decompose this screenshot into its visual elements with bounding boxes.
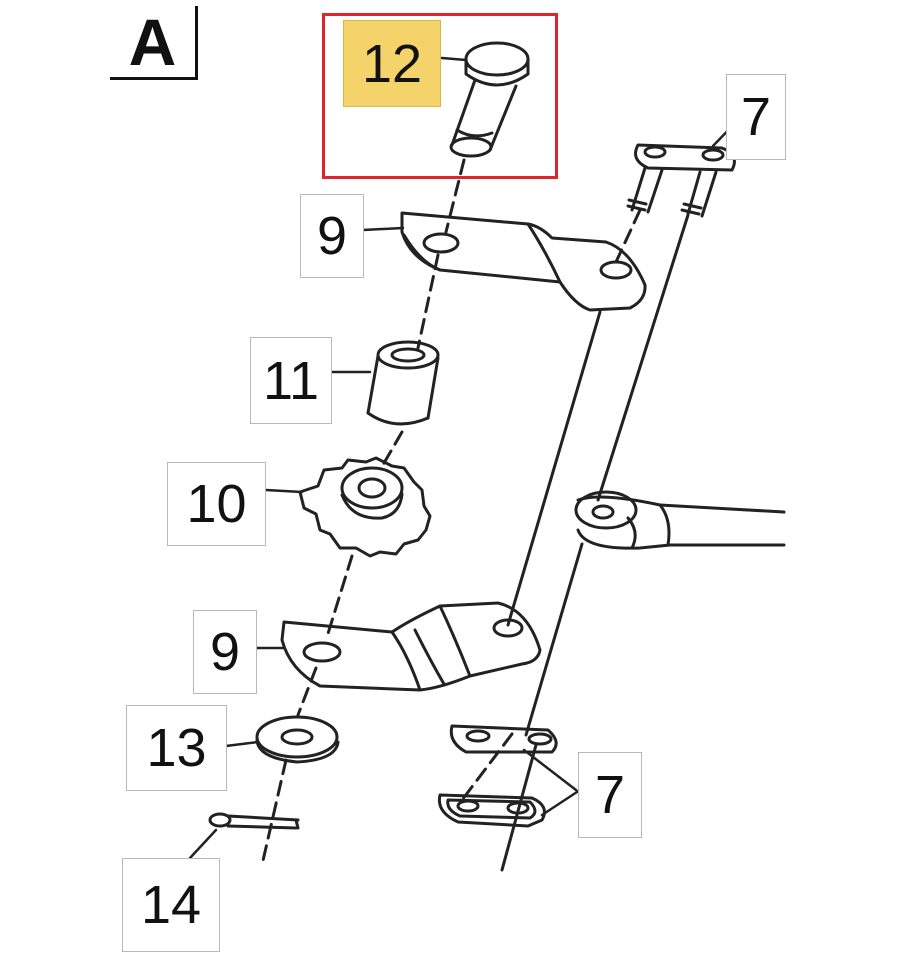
- callout-part-9-top[interactable]: 9: [300, 194, 364, 278]
- callout-part-10[interactable]: 10: [167, 462, 266, 546]
- bushing-part-11: [366, 340, 440, 426]
- callout-part-9-bottom[interactable]: 9: [193, 610, 257, 694]
- bracket-part-9-bottom: [280, 601, 542, 692]
- middle-assembly-axis: [460, 208, 690, 872]
- pin-part-12: [449, 41, 530, 158]
- sprocket-part-10: [298, 456, 432, 558]
- tie-rod-arm: [574, 490, 786, 550]
- callout-part-7-top[interactable]: 7: [726, 74, 786, 160]
- section-label: A: [110, 5, 198, 80]
- callout-part-11[interactable]: 11: [250, 337, 332, 424]
- washer-part-13: [255, 715, 340, 764]
- link-plate-part-7-top: [626, 143, 736, 218]
- link-plate-part-7-bottom: [437, 724, 558, 828]
- highlight-frame: [322, 13, 558, 179]
- callout-part-7-bottom[interactable]: 7: [578, 752, 642, 838]
- callout-part-13[interactable]: 13: [126, 705, 227, 791]
- callout-part-12[interactable]: 12: [343, 20, 441, 107]
- bracket-part-9-top: [400, 211, 647, 312]
- callout-part-14[interactable]: 14: [122, 858, 220, 952]
- cotter-pin-part-14: [208, 812, 300, 830]
- leader-lines: [188, 56, 740, 860]
